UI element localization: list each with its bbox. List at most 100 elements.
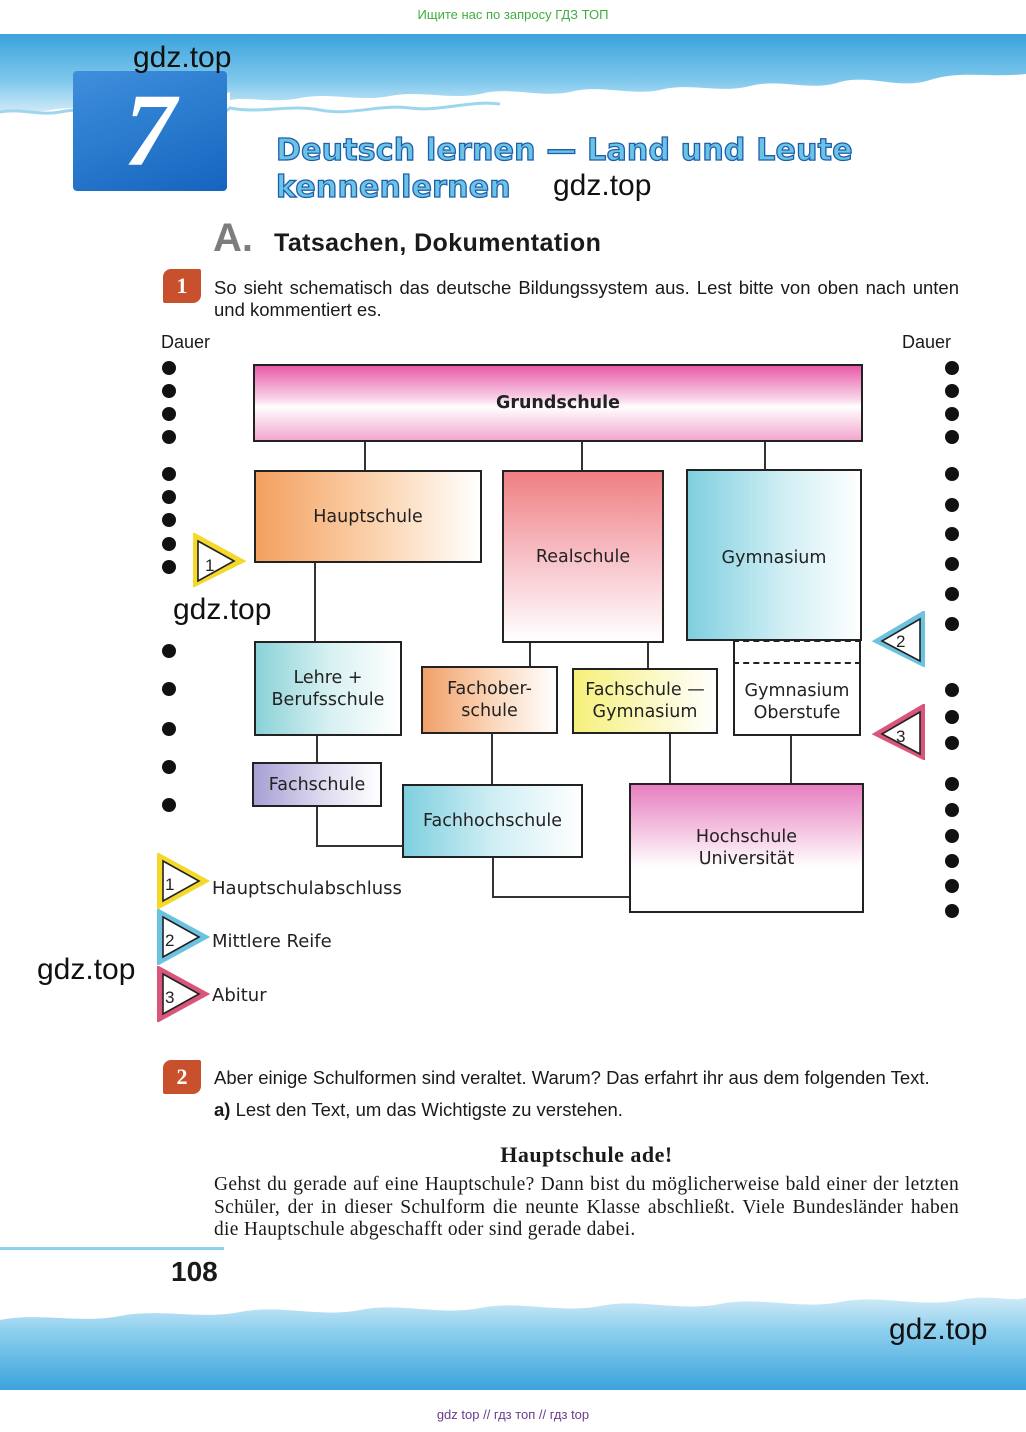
duration-dot bbox=[945, 617, 959, 631]
duration-dot bbox=[945, 710, 959, 724]
duration-dot bbox=[945, 587, 959, 601]
duration-dot bbox=[162, 798, 176, 812]
bottom-links[interactable]: gdz top // гдз топ // гдз top bbox=[436, 1407, 590, 1422]
reading-body: Gehst du gerade auf eine Hauptschule? Da… bbox=[214, 1174, 959, 1240]
duration-dot bbox=[945, 777, 959, 791]
fachhochschule-box: Fachhochschule bbox=[402, 784, 583, 858]
duration-dot bbox=[162, 467, 176, 481]
duration-dot bbox=[945, 430, 959, 444]
dashed-divider bbox=[733, 640, 861, 642]
marker-1-number: 1 bbox=[205, 556, 215, 575]
header-wave-decoration bbox=[0, 34, 1026, 119]
task-text: Lest den Text, um das Wichtigste zu vers… bbox=[235, 1099, 623, 1120]
watermark: gdz.top bbox=[889, 1313, 988, 1346]
gymnasium-label: Gymnasium bbox=[721, 548, 827, 568]
chapter-number-box: 7 bbox=[73, 71, 227, 191]
fachschule-label: Fachschule bbox=[268, 774, 366, 795]
duration-dot bbox=[162, 682, 176, 696]
fachschule-gymnasium-label: Fachschule — Gymnasium bbox=[585, 680, 705, 722]
dauer-left-label: Dauer bbox=[161, 332, 211, 352]
hochschule-box: Hochschule Universität bbox=[629, 783, 864, 913]
duration-dot bbox=[162, 384, 176, 398]
connector-line bbox=[581, 441, 583, 471]
hochschule-label: Hochschule Universität bbox=[695, 827, 798, 869]
connector-line bbox=[492, 896, 630, 898]
duration-dot bbox=[945, 904, 959, 918]
section-letter: A. bbox=[213, 216, 253, 260]
watermark: gdz.top bbox=[553, 169, 652, 202]
duration-dot bbox=[945, 407, 959, 421]
marker-2-number: 2 bbox=[896, 632, 906, 651]
duration-dot bbox=[945, 803, 959, 817]
duration-dot bbox=[945, 557, 959, 571]
connector-line bbox=[669, 734, 671, 784]
duration-dot bbox=[162, 407, 176, 421]
connector-line bbox=[764, 441, 766, 471]
connector-line bbox=[316, 806, 318, 846]
marker-triangle-3 bbox=[872, 704, 925, 760]
lehre-berufsschule-label: Lehre + Berufsschule bbox=[271, 667, 385, 710]
fachoberschule-label: Fachober- schule bbox=[447, 679, 532, 721]
duration-dot bbox=[945, 361, 959, 375]
gymnasium-box: Gymnasium bbox=[686, 469, 862, 641]
gymnasium-oberstufe-label: Gymnasium Oberstufe bbox=[744, 680, 850, 723]
fachoberschule-box: Fachober- schule bbox=[421, 666, 558, 734]
chapter-title: Deutsch lernen — Land und Leute kennenle… bbox=[275, 132, 853, 205]
connector-line bbox=[491, 733, 493, 785]
chapter-number: 7 bbox=[124, 73, 176, 188]
connector-line bbox=[364, 441, 366, 471]
duration-dot bbox=[945, 829, 959, 843]
connector-line bbox=[492, 857, 494, 897]
duration-dot bbox=[162, 490, 176, 504]
dashed-divider bbox=[733, 662, 861, 664]
lehre-berufsschule-box: Lehre + Berufsschule bbox=[254, 641, 402, 736]
fachschule-gymnasium-box: Fachschule — Gymnasium bbox=[572, 668, 718, 734]
task-label: a) bbox=[214, 1099, 231, 1120]
marker-triangle-1 bbox=[193, 533, 246, 587]
connector-line bbox=[790, 735, 792, 784]
legend-triangle-3 bbox=[157, 966, 210, 1022]
watermark: gdz.top bbox=[37, 953, 136, 986]
grundschule-box: Grundschule bbox=[253, 364, 863, 442]
duration-dot bbox=[945, 736, 959, 750]
exercise-2-badge: 2 bbox=[163, 1060, 201, 1094]
connector-line bbox=[316, 735, 318, 762]
duration-dot bbox=[162, 722, 176, 736]
reading-title: Hauptschule ade! bbox=[500, 1142, 673, 1167]
duration-dot bbox=[945, 467, 959, 481]
legend-3-number: 3 bbox=[165, 988, 175, 1007]
duration-dot bbox=[162, 430, 176, 444]
realschule-box: Realschule bbox=[502, 470, 664, 643]
duration-dot bbox=[162, 760, 176, 774]
connector-line bbox=[529, 641, 531, 667]
legend-2-label: Mittlere Reife bbox=[212, 931, 332, 952]
duration-dot bbox=[162, 644, 176, 658]
duration-dot bbox=[945, 384, 959, 398]
watermark: gdz.top bbox=[173, 593, 272, 626]
watermark: gdz.top bbox=[133, 41, 232, 74]
duration-dot bbox=[945, 854, 959, 868]
gymnasium-oberstufe-box: Gymnasium Oberstufe bbox=[733, 641, 861, 736]
page-number: 108 bbox=[171, 1256, 218, 1287]
legend-2-number: 2 bbox=[165, 931, 175, 950]
marker-3-number: 3 bbox=[896, 727, 906, 746]
section-title: Tatsachen, Dokumentation bbox=[274, 229, 602, 257]
duration-dot bbox=[945, 879, 959, 893]
realschule-label: Realschule bbox=[535, 546, 631, 567]
marker-triangle-2 bbox=[872, 611, 925, 667]
top-search-link[interactable]: Ищите нас по запросу ГДЗ ТОП bbox=[417, 7, 609, 22]
duration-dot bbox=[162, 513, 176, 527]
duration-dot bbox=[945, 498, 959, 512]
legend-3-label: Abitur bbox=[212, 985, 267, 1006]
dauer-right-label: Dauer bbox=[902, 332, 952, 352]
duration-dot bbox=[162, 361, 176, 375]
duration-dot bbox=[945, 527, 959, 541]
legend-1-label: Hauptschulabschluss bbox=[212, 878, 402, 899]
connector-line bbox=[316, 845, 404, 847]
hauptschule-box: Hauptschule bbox=[254, 470, 482, 563]
fachschule-box: Fachschule bbox=[252, 762, 382, 807]
duration-dot bbox=[945, 683, 959, 697]
exercise-2-task: a) Lest den Text, um das Wichtigste zu v… bbox=[214, 1099, 959, 1121]
fachhochschule-label: Fachhochschule bbox=[423, 811, 562, 831]
page-number-rule bbox=[0, 1247, 224, 1250]
